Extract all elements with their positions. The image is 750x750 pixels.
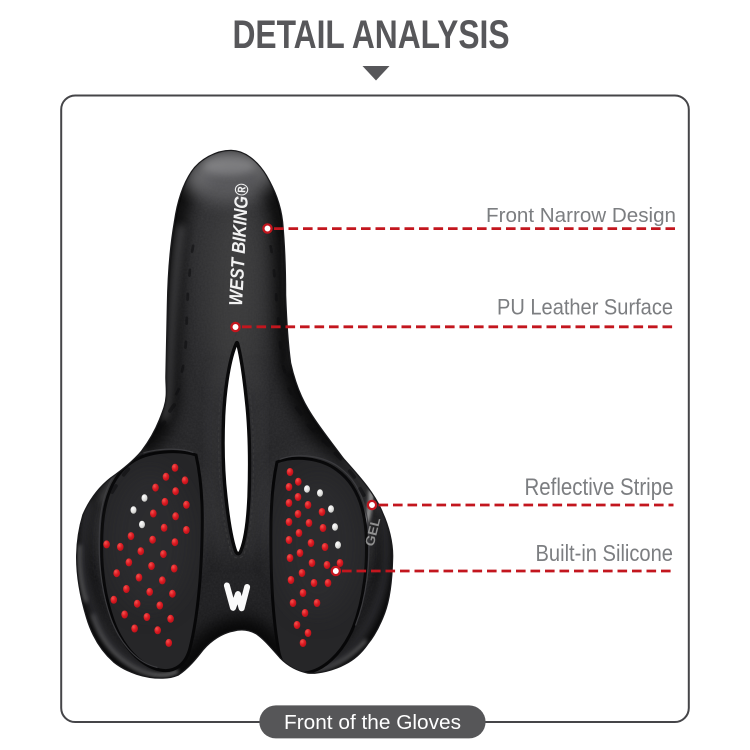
svg-text:Built-in Silicone: Built-in Silicone [536,540,674,566]
svg-text:Reflective Stripe: Reflective Stripe [525,474,674,501]
svg-text:GEL: GEL [362,516,384,548]
svg-text:DETAIL ANALYSIS: DETAIL ANALYSIS [233,13,510,57]
svg-text:PU Leather Surface: PU Leather Surface [497,295,673,320]
svg-text:Front of the Gloves: Front of the Gloves [284,712,461,734]
svg-text:Front Narrow Design: Front Narrow Design [486,205,676,227]
